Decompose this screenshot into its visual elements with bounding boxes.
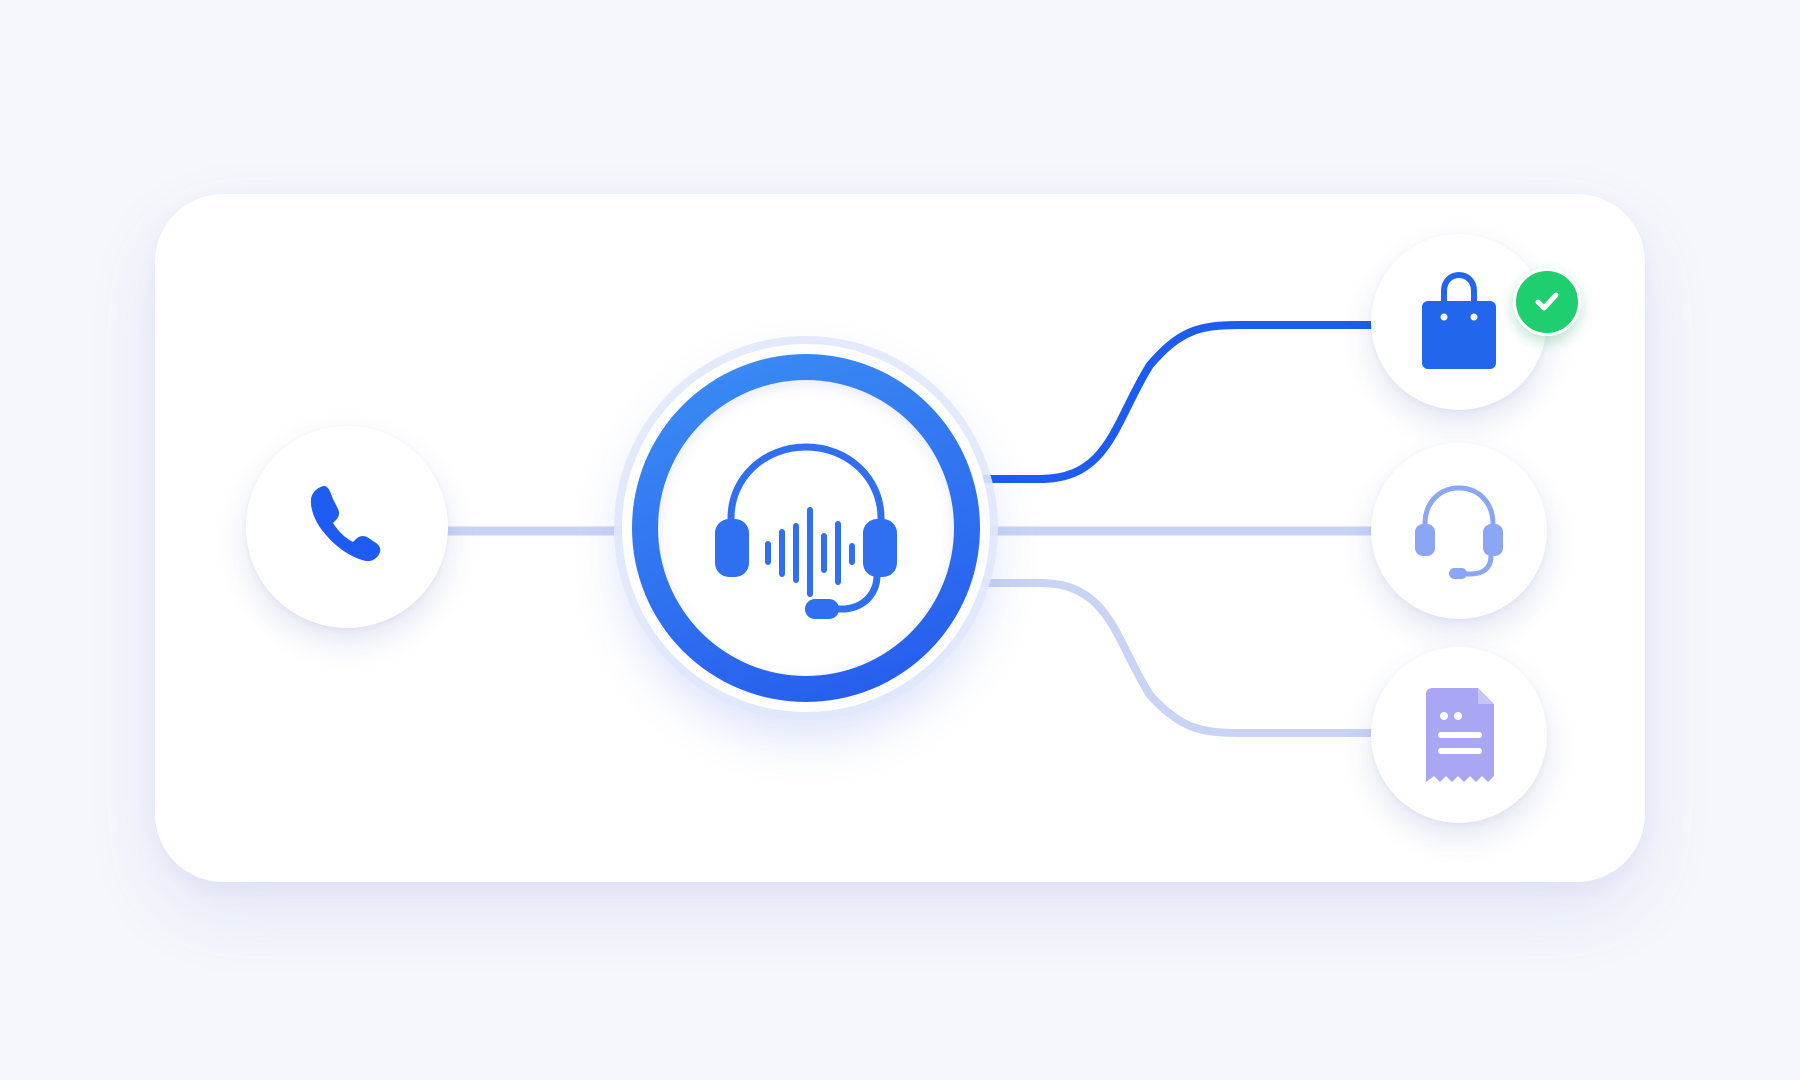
check-icon xyxy=(1535,292,1559,311)
edge-hub-to-receipt xyxy=(980,579,1375,737)
hub-center xyxy=(658,380,954,676)
order-node[interactable] xyxy=(1371,234,1547,410)
headset-soundwave-icon xyxy=(715,443,897,619)
receipt-node[interactable] xyxy=(1371,647,1547,823)
success-badge xyxy=(1513,268,1581,336)
voice-agent-hub-node[interactable] xyxy=(622,344,990,712)
edge-hub-to-order xyxy=(980,321,1375,483)
human-agent-node[interactable] xyxy=(1371,443,1547,619)
phone-icon xyxy=(310,486,381,562)
shopping-bag-icon xyxy=(1422,271,1496,369)
receipt-icon xyxy=(1426,688,1494,782)
caller-node[interactable] xyxy=(246,426,448,628)
headset-icon xyxy=(1415,485,1503,579)
